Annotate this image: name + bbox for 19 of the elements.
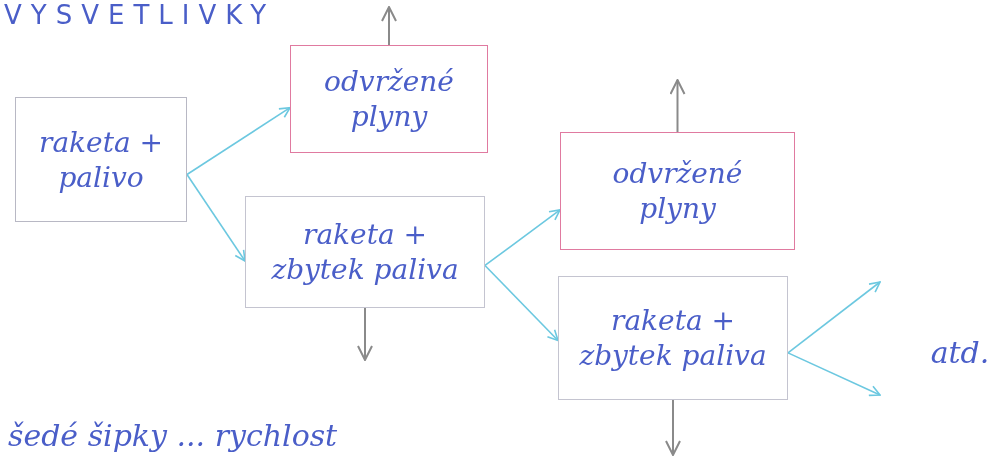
process-box xyxy=(558,276,788,400)
arrow xyxy=(484,264,559,342)
process-box xyxy=(560,132,795,250)
node-text: raketa + zbytek paliva xyxy=(578,303,768,373)
node-text: atd. xyxy=(930,334,990,372)
title: VYSVETLIVKY xyxy=(4,2,276,28)
node-text: odvržené plyny xyxy=(323,64,455,134)
node-text: raketa + zbytek paliva xyxy=(270,217,460,287)
node-text: odvržené plyny xyxy=(611,156,744,226)
arrow xyxy=(787,281,881,354)
node-text: raketa + palivo xyxy=(38,124,164,195)
process-box xyxy=(290,45,488,153)
process-box xyxy=(245,196,485,308)
arrow xyxy=(484,209,561,267)
arrow xyxy=(186,106,291,176)
note: šedé šipky ... rychlost xyxy=(8,418,338,453)
arrow xyxy=(787,352,881,397)
process-box xyxy=(15,97,187,222)
arrow xyxy=(186,173,246,262)
